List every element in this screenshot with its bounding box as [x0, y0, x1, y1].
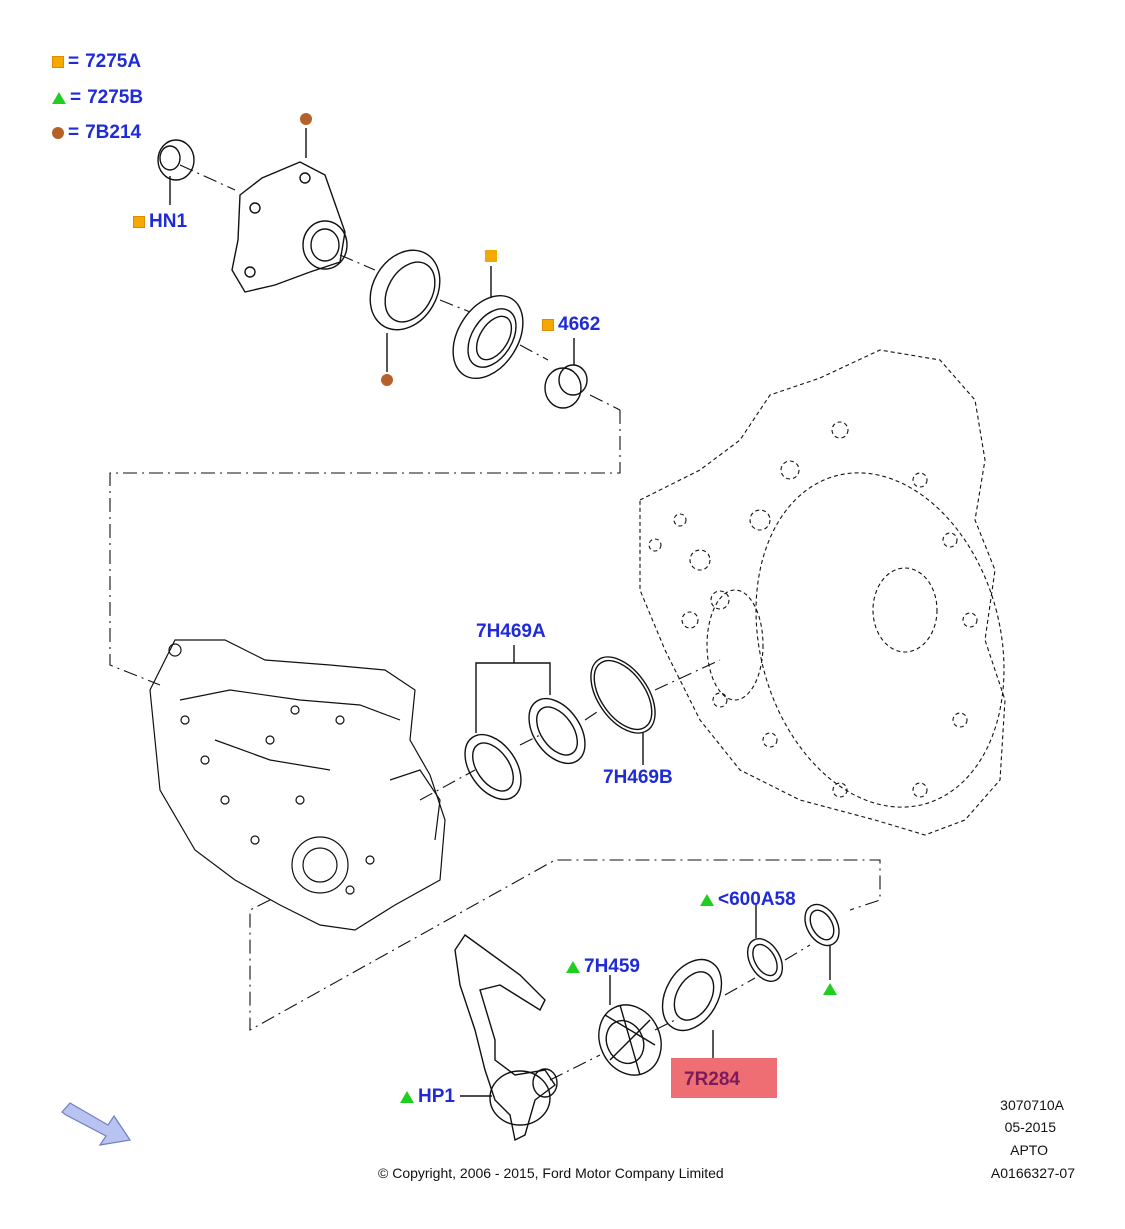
label-hn1: HN1: [133, 212, 187, 231]
legend-eq: =: [68, 51, 80, 72]
sleeve-4662-part: [544, 338, 588, 409]
copyright-text: © Copyright, 2006 - 2015, Ford Motor Com…: [378, 1165, 724, 1181]
legend-row-dot: =7B214: [52, 123, 141, 142]
transfer-case-part: [149, 639, 446, 931]
label-7r284: 7R284: [684, 1069, 740, 1090]
label-7h469a: 7H469A: [476, 621, 546, 642]
legend-eq: =: [70, 87, 82, 108]
bearing-part: [452, 266, 524, 380]
info-line-3: APTO: [1010, 1142, 1048, 1158]
triangle-icon: [823, 983, 837, 995]
gear-7h459-part: [598, 975, 662, 1076]
square-icon: [542, 318, 554, 331]
highlight-7r284: [671, 1058, 777, 1098]
bracket-hp1-part: [454, 934, 558, 1142]
flange-part: [231, 128, 348, 293]
arrow-icon: [61, 1102, 132, 1146]
callout-symbols: [300, 113, 837, 995]
legend-eq: =: [68, 122, 80, 143]
square-icon: [52, 55, 64, 68]
label-7h469b: 7H469B: [603, 767, 673, 788]
info-line-2: 05-2015: [1004, 1119, 1056, 1135]
info-line-4: A0166327-07: [990, 1165, 1075, 1181]
triangle-icon: [400, 1090, 414, 1103]
legend-code: 7B214: [85, 122, 142, 143]
label-4662: 4662: [542, 315, 600, 334]
label-7h459: 7H459: [566, 957, 640, 976]
square-icon: [133, 215, 145, 228]
ring-7h469b-part: [590, 656, 656, 765]
seal-ring-part: [369, 249, 441, 372]
legend-row-triangle: =7275B: [52, 88, 143, 107]
square-icon: [485, 250, 497, 262]
dot-icon: [52, 126, 64, 139]
ring-600a58-part: [746, 903, 840, 982]
transmission-housing-part: [639, 349, 1006, 836]
triangle-icon: [566, 960, 580, 973]
info-line-1: 3070710A: [1000, 1097, 1064, 1113]
triangle-icon: [700, 893, 714, 906]
legend-code: 7275B: [87, 87, 144, 108]
legend-code: 7275A: [85, 51, 142, 72]
dot-icon: [300, 113, 312, 125]
label-hp1: HP1: [400, 1087, 455, 1106]
label-600a58: <600A58: [700, 890, 796, 909]
legend-row-square: =7275A: [52, 52, 141, 71]
seal-7r284-part: [661, 958, 723, 1058]
ring-7h469a-part: [464, 645, 586, 801]
triangle-icon: [52, 91, 66, 104]
cap-hn1-part: [157, 139, 195, 205]
dot-icon: [381, 374, 393, 386]
